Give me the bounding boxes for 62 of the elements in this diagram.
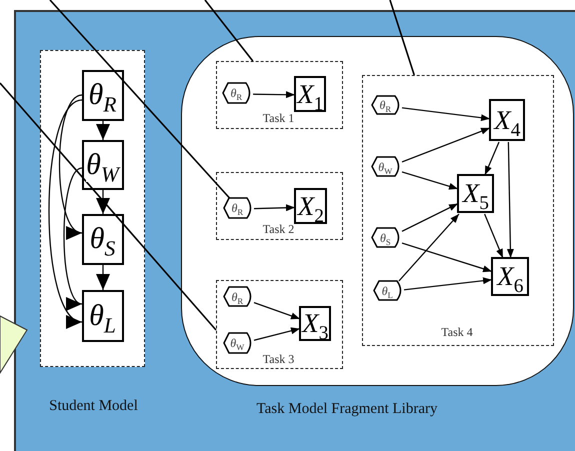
task-label: Task 2 [262,222,296,234]
task-box [362,74,554,346]
leader-line [204,0,254,62]
observable-box [491,257,530,296]
arrow [404,277,492,290]
task-label: Task 3 [262,352,296,364]
leader-line [389,0,415,76]
task-label: Task 1 [262,112,296,124]
variable-label: θ$_{R}$ [230,87,242,100]
variable-label: θ$_{W}$ [230,337,244,350]
variable-label: θ$_{L}$ [382,284,393,297]
variable-node [224,332,254,354]
arrow [506,142,514,258]
arrow [398,214,460,282]
task-box [216,60,342,128]
observable-box [457,174,494,214]
variable-node [374,280,404,302]
arrow [96,265,110,290]
variable-node [372,156,402,178]
variable-node [224,286,254,308]
arrow [402,107,490,122]
variable-node [224,197,254,220]
arrow [96,190,110,214]
variable-box [82,140,124,190]
arrow [484,214,504,258]
arrow [96,121,110,140]
arrow [254,327,300,341]
variable-box [82,214,124,264]
variable-node [223,82,252,104]
task-label: Task 4 [440,326,474,338]
arrow [253,91,295,98]
variable-box [82,70,124,120]
leader-line [0,82,217,331]
observable-label: X$_{2}$ [298,192,324,220]
variable-node [372,227,402,248]
observable-box [294,76,326,112]
variable-label: θ$_{R}$ [379,99,392,112]
panel-title: Student Model [48,399,139,414]
observable-label: X$_{3}$ [302,310,328,338]
observable-label: X$_{1}$ [297,80,324,108]
variable-label: θ$_{S}$ [380,232,391,244]
task-box [216,280,342,368]
observable-label: X$_{6}$ [497,263,524,290]
panel-title: Task Model Fragment Library [256,402,438,417]
observable-label: X$_{5}$ [462,180,489,208]
arrow [484,142,500,176]
variable-label: θ$_{R}$ [231,202,244,214]
observable-box [489,99,526,142]
leader-line [49,0,230,199]
observable-label: X$_{4}$ [494,106,520,134]
arrow [402,171,458,190]
arrow [402,242,492,272]
variable-node [372,95,402,116]
variable-label: θ$_{R}$ [231,290,244,303]
arrow [254,204,296,212]
arrow [402,203,458,232]
variable-label: θ$_{W}$ [378,160,392,173]
variable-box [82,290,124,342]
observable-box [294,188,328,224]
arrow [254,302,300,320]
task-box [216,172,342,240]
arrow [402,127,490,162]
